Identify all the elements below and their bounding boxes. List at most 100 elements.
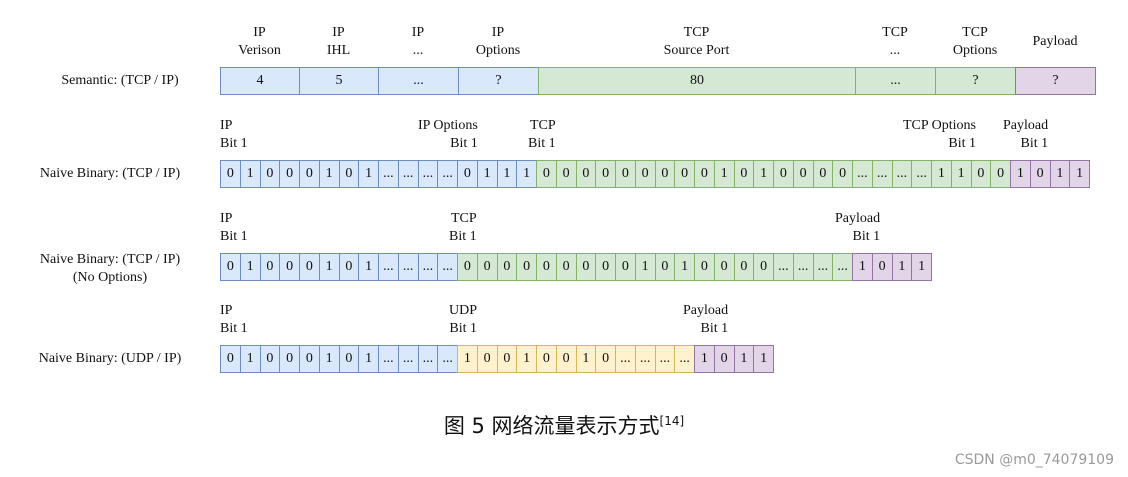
bit-cell: 0 [220, 253, 241, 281]
bit-cell: ... [437, 345, 458, 373]
bit-cell: ... [397, 253, 419, 281]
binary-row-label: Naive Binary: (TCP / IP) [39, 252, 181, 267]
bit-cell: 1 [634, 253, 656, 281]
header-line-1: TCP [529, 118, 556, 133]
bit-cell: ... [378, 345, 399, 373]
header-line-2: ... [412, 43, 424, 58]
bit-cell: 1 [1049, 160, 1071, 188]
bit-cell: 0 [733, 160, 755, 188]
bit-cell: 0 [654, 253, 676, 281]
header-line-2: Bit 1 [220, 136, 248, 151]
bit-cell: 0 [476, 253, 498, 281]
semantic-field-header: Payload [1032, 33, 1077, 51]
semantic-field-header: TCP... [882, 24, 908, 60]
header-line-2: Bit 1 [220, 229, 248, 244]
header-line-1: TCP Options [903, 118, 976, 133]
bit-cell: ... [437, 253, 458, 281]
bit-cell: 0 [713, 253, 735, 281]
header-line-2: Bit 1 [449, 229, 477, 244]
bit-cell: 1 [950, 160, 972, 188]
bit-cell: ... [417, 253, 439, 281]
header-line-2: ... [889, 43, 901, 58]
bit-cell: 0 [516, 253, 537, 281]
header-line-1: TCP [683, 25, 710, 40]
bit-cell: 0 [338, 160, 360, 188]
bit-cell: 1 [891, 253, 913, 281]
bit-cell: ... [674, 345, 695, 373]
bit-cell: ... [634, 345, 656, 373]
bit-cell: 0 [694, 160, 715, 188]
bit-cell: 0 [575, 253, 597, 281]
bit-cell: 0 [555, 253, 577, 281]
bit-cell: 0 [595, 345, 616, 373]
header-line-1: TCP [450, 211, 477, 226]
bit-cell: 0 [555, 345, 577, 373]
bit-cell: 1 [931, 160, 952, 188]
bit-cell: 0 [674, 160, 695, 188]
bit-cell: 0 [338, 253, 360, 281]
header-line-1: IP Options [418, 118, 478, 133]
bit-cell: 0 [220, 160, 241, 188]
bit-cell: 0 [259, 253, 281, 281]
bit-cell: 0 [536, 160, 557, 188]
header-line-2: Bit 1 [852, 229, 881, 244]
semantic-field-cell: ? [935, 67, 1016, 95]
header-line-2: Bit 1 [1020, 136, 1049, 151]
bit-cell: 1 [674, 253, 695, 281]
bit-cell: 0 [832, 160, 853, 188]
header-line-1: Payload [1032, 34, 1078, 49]
semantic-row-label: Semantic: (TCP / IP) [61, 73, 179, 88]
binary-row-label: Naive Binary: (TCP / IP) [39, 166, 181, 181]
bit-cell: 0 [220, 345, 241, 373]
bit-cell: 0 [457, 253, 478, 281]
bit-cell: 0 [259, 345, 281, 373]
bit-cell: 0 [279, 253, 300, 281]
bit-cell: ... [792, 253, 814, 281]
bit-cell: 1 [358, 253, 379, 281]
semantic-field-cell: 4 [220, 67, 300, 95]
binary-row-label: Naive Binary: (UDP / IP) [38, 351, 182, 366]
bit-cell: 1 [358, 160, 379, 188]
bit-cell: 0 [299, 160, 320, 188]
header-line-1: UDP [449, 303, 478, 318]
header-line-2: Bit 1 [449, 321, 478, 336]
bit-group-header: UDP Bit 1 [449, 302, 477, 338]
caption-text: 图 5 网络流量表示方式 [443, 414, 660, 438]
watermark: CSDN @m0_74079109 [954, 452, 1114, 468]
bit-cell: ... [615, 345, 636, 373]
bit-cell: 1 [496, 160, 518, 188]
bit-cell: 0 [1029, 160, 1051, 188]
semantic-field-header: IP... [412, 24, 424, 60]
bit-cell: 0 [338, 345, 360, 373]
header-line-2: Bit 1 [220, 321, 248, 336]
semantic-field-cell: 5 [299, 67, 379, 95]
bit-cell: 0 [555, 160, 577, 188]
semantic-field-cell: ... [855, 67, 936, 95]
bit-cell: 1 [694, 345, 715, 373]
bit-cell: ... [871, 160, 893, 188]
bit-cell: 1 [516, 160, 537, 188]
bit-cell: 0 [713, 345, 735, 373]
bit-cell: 0 [279, 345, 300, 373]
bit-cell: 1 [239, 253, 261, 281]
header-line-2: Bit 1 [700, 321, 729, 336]
bit-cell: ... [417, 345, 439, 373]
bit-cell: 1 [713, 160, 735, 188]
bit-cell: 0 [595, 160, 616, 188]
header-line-2: Options [952, 43, 998, 58]
bit-cell: 1 [318, 160, 340, 188]
bit-cell: 1 [733, 345, 755, 373]
bit-cell: 1 [1069, 160, 1090, 188]
bit-cell: 0 [812, 160, 834, 188]
bit-cell: 1 [239, 160, 261, 188]
bit-cell: ... [812, 253, 834, 281]
bit-cell: 0 [634, 160, 656, 188]
